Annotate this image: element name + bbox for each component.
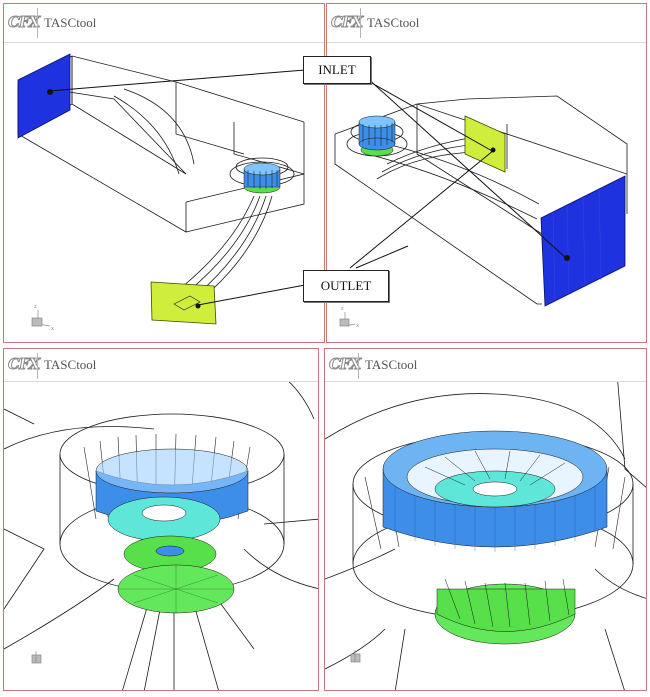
axis-z-label: z bbox=[341, 306, 344, 312]
app-title: TASCtool bbox=[367, 15, 420, 30]
titlebar-divider bbox=[358, 353, 359, 379]
outlet-callout: OUTLET bbox=[303, 270, 389, 302]
cfx-logo: CFX bbox=[7, 13, 40, 32]
viewport-top-left[interactable]: CFX TASCtool bbox=[3, 3, 325, 343]
cfx-logo: CFX bbox=[7, 355, 40, 374]
viewport-titlebar: CFX TASCtool bbox=[327, 4, 646, 43]
app-title: TASCtool bbox=[44, 357, 97, 372]
viewport-titlebar: CFX TASCtool bbox=[4, 4, 324, 43]
titlebar-divider bbox=[37, 353, 38, 379]
viewport-titlebar: CFX TASCtool bbox=[325, 349, 646, 382]
axis-triad bbox=[350, 650, 361, 663]
titlebar-divider bbox=[37, 8, 38, 38]
app-title: TASCtool bbox=[365, 357, 418, 372]
axis-triad bbox=[31, 310, 51, 327]
axis-triad bbox=[31, 651, 42, 664]
axis-x-label: x bbox=[51, 326, 54, 332]
cfx-logo: CFX bbox=[328, 355, 361, 374]
viewport-titlebar: CFX TASCtool bbox=[4, 349, 318, 382]
runner-closeup-left bbox=[4, 349, 318, 690]
geometry-view-iso: z x bbox=[17, 53, 305, 332]
app-title: TASCtool bbox=[44, 15, 97, 30]
outlet-face bbox=[464, 115, 506, 173]
axis-triad bbox=[339, 312, 356, 327]
inlet-face bbox=[17, 53, 71, 139]
runner-closeup-right bbox=[325, 349, 646, 690]
inlet-callout: INLET bbox=[303, 56, 371, 84]
viewport-bottom-right[interactable]: CFX TASCtool bbox=[324, 348, 647, 691]
axis-x-label: x bbox=[356, 323, 359, 329]
viewport-bottom-left[interactable]: CFX TASCtool bbox=[3, 348, 319, 691]
axis-z-label: z bbox=[34, 304, 37, 310]
outlet-face bbox=[150, 281, 217, 325]
cfx-logo: CFX bbox=[330, 13, 363, 32]
titlebar-divider bbox=[360, 8, 361, 38]
